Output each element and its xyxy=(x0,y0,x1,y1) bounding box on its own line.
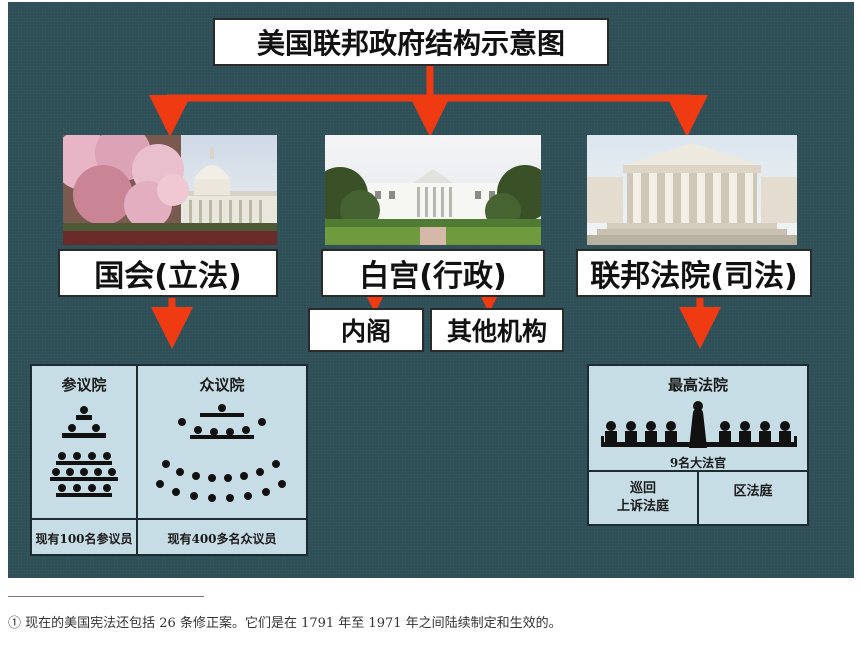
whitehouse-label: 白宫(行政) xyxy=(321,249,545,297)
supreme-court-panel: 最高法院 9名大法官 巡回 上诉法庭 区法庭 xyxy=(587,364,809,526)
cabinet-box: 内阁 xyxy=(308,308,424,352)
capitol-photo xyxy=(63,135,277,245)
court-label: 联邦法院(司法) xyxy=(576,249,812,297)
footnote: ① 现在的美国宪法还包括 26 条修正案。它们是在 1791 年至 1971 年… xyxy=(8,616,562,631)
justices-icon xyxy=(601,401,797,448)
house-panel: 众议院 现有400多名众议员 xyxy=(136,364,308,556)
circuit-court-caption: 巡回 上诉法庭 xyxy=(616,481,669,514)
house-seats-icon xyxy=(156,404,286,502)
senate-seats-icon xyxy=(50,406,118,497)
supreme-court-photo xyxy=(587,135,797,245)
diagram-title: 美国联邦政府结构示意图 xyxy=(213,18,609,66)
justices-caption: 9名大法官 xyxy=(669,456,727,470)
district-court-caption: 区法庭 xyxy=(733,484,773,499)
footnote-divider xyxy=(8,596,204,597)
supreme-court-title: 最高法院 xyxy=(667,376,728,394)
whitehouse-photo xyxy=(325,135,541,245)
other-agencies-box: 其他机构 xyxy=(430,308,564,352)
senate-caption: 现有100名参议员 xyxy=(35,532,133,546)
senate-title: 参议院 xyxy=(61,376,107,394)
house-caption: 现有400多名众议员 xyxy=(167,532,277,546)
congress-label: 国会(立法) xyxy=(58,249,278,297)
house-title: 众议院 xyxy=(199,376,245,394)
senate-panel: 参议院 现有100名参议员 xyxy=(30,364,138,556)
